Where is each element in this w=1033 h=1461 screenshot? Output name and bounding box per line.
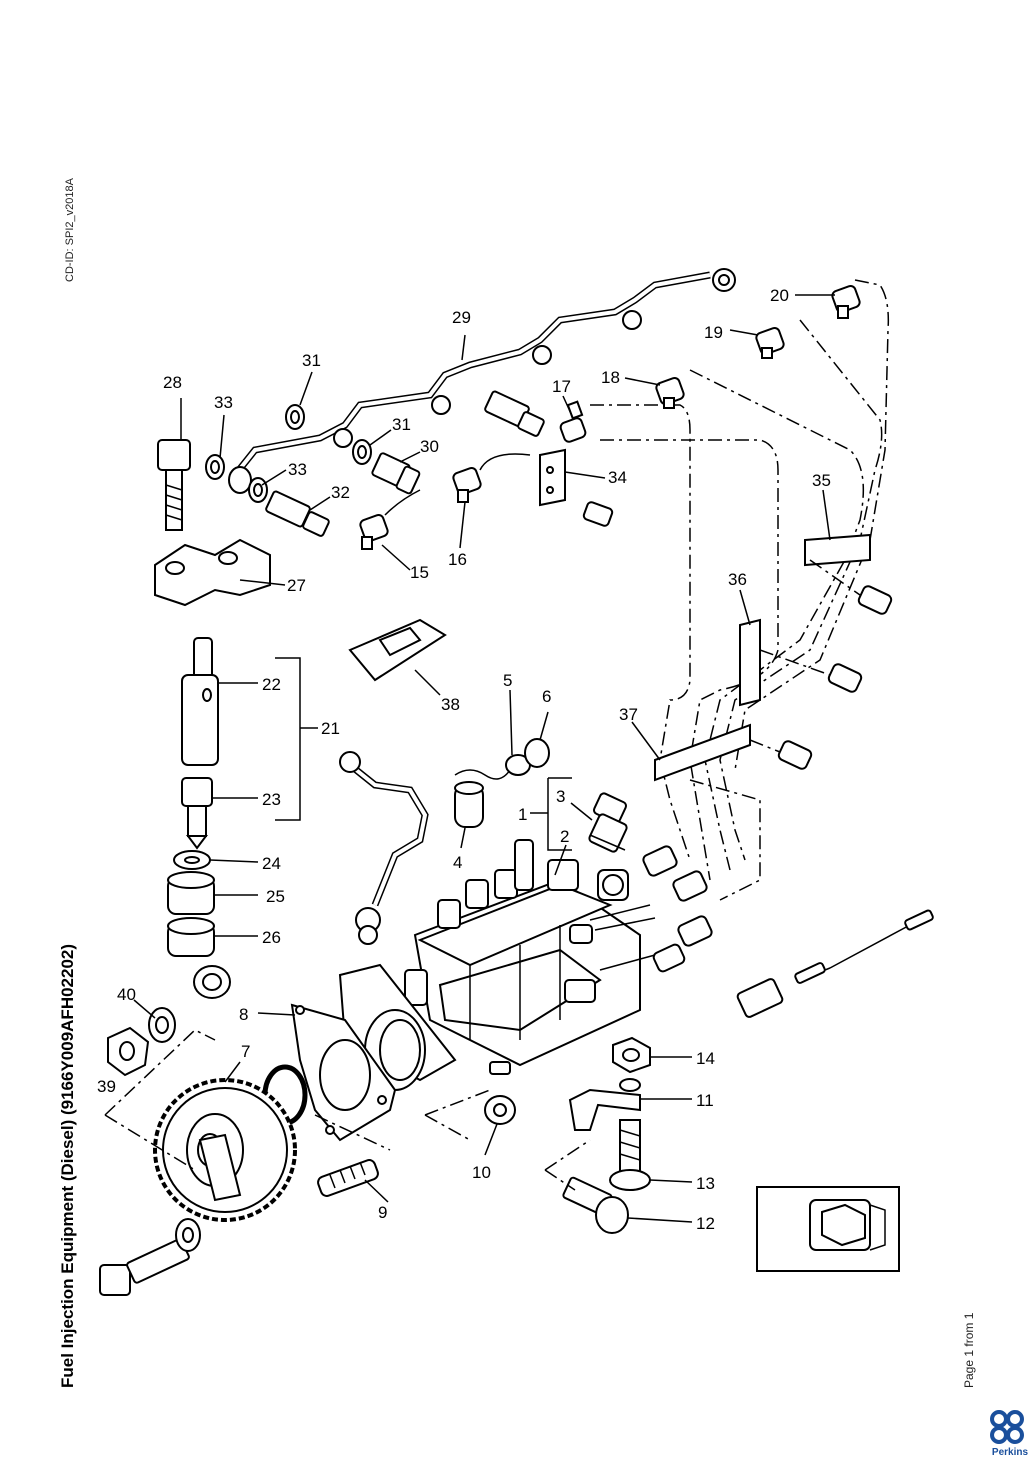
callout-10: 10 (472, 1163, 491, 1182)
callout-30: 30 (420, 437, 439, 456)
callout-28: 28 (163, 373, 182, 392)
callout-38: 38 (441, 695, 460, 714)
callout-1: 1 (518, 805, 527, 824)
plate-38 (348, 618, 447, 682)
callout-12: 12 (696, 1214, 715, 1233)
callout-24: 24 (262, 854, 281, 873)
nut-14 (612, 1036, 651, 1074)
callout-26: 26 (262, 928, 281, 947)
callout-14: 14 (696, 1049, 715, 1068)
brand-name: Perkins (991, 1447, 1029, 1458)
leak-off-pipe (339, 751, 429, 945)
washer-31-lower (352, 439, 372, 465)
callout-34: 34 (608, 468, 627, 487)
gasket-8 (290, 1003, 397, 1142)
clamp-27 (154, 538, 271, 607)
washer-33-left (205, 454, 225, 480)
bracket-34 (539, 448, 614, 527)
callout-21: 21 (321, 719, 340, 738)
callout-19: 19 (704, 323, 723, 342)
leader-lines (133, 294, 835, 1223)
banjo-union-15 (359, 489, 421, 550)
banjo-union-19 (755, 326, 785, 359)
bracket-11 (568, 1078, 641, 1131)
callout-9: 9 (378, 1203, 387, 1222)
callout-33-top: 33 (214, 393, 233, 412)
callout-22: 22 (262, 675, 281, 694)
banjo-union-17 (559, 400, 587, 443)
callout-6: 6 (542, 687, 551, 706)
callout-16: 16 (448, 550, 467, 569)
nozzle-23 (181, 777, 213, 850)
detail-inset (756, 1186, 900, 1272)
stud-9 (317, 1159, 379, 1197)
drive-gear-7 (153, 1078, 297, 1222)
bolt-28 (157, 439, 191, 531)
callout-20: 20 (770, 286, 789, 305)
clip-36 (739, 618, 863, 707)
callout-36: 36 (728, 570, 747, 589)
callout-8: 8 (239, 1005, 248, 1024)
nut-39 (107, 1026, 150, 1077)
perkins-logo-icon (990, 1410, 1024, 1444)
fuel-pipe-29 (232, 268, 736, 478)
banjo-union-20 (831, 284, 861, 319)
callout-23: 23 (262, 790, 281, 809)
clip-37 (654, 723, 813, 782)
callout-31-top: 31 (302, 351, 321, 370)
connector-32 (265, 490, 330, 537)
assembly-lines (104, 1029, 591, 1191)
callout-39: 39 (97, 1077, 116, 1096)
sleeve-25 (167, 871, 215, 915)
callout-25: 25 (266, 887, 285, 906)
callout-4: 4 (453, 853, 462, 872)
cap-4 (454, 781, 484, 828)
callout-7: 7 (241, 1042, 250, 1061)
callout-35: 35 (812, 471, 831, 490)
sleeve-26 (167, 917, 215, 957)
group-bracket-21 (275, 657, 318, 821)
washer-31-upper (285, 404, 305, 430)
seal-6 (524, 738, 550, 768)
fuel-injection-pump (338, 839, 641, 1091)
bolt-13 (609, 1119, 651, 1191)
bush-10 (484, 1095, 516, 1125)
callout-15: 15 (410, 563, 429, 582)
callout-11: 11 (696, 1091, 714, 1110)
banjo-union-16 (452, 453, 531, 503)
sensor-probe (736, 909, 934, 1018)
connector-30 (371, 452, 421, 495)
connector-top (484, 390, 545, 437)
nozzle-holder-22 (181, 637, 219, 766)
pump-unions-right (589, 845, 713, 973)
stop-solenoid-3 (588, 792, 628, 853)
bolt-12 (562, 1176, 629, 1234)
gear-bolt (99, 1218, 201, 1296)
callout-31-mid: 31 (392, 415, 411, 434)
seal-ring (193, 965, 231, 999)
callout-17: 17 (552, 377, 571, 396)
clip-35 (804, 533, 893, 615)
callout-5: 5 (503, 671, 512, 690)
seal-wire-5 (454, 754, 531, 780)
washer-24 (173, 850, 211, 870)
washer-40 (148, 1007, 176, 1043)
banjo-union-18 (655, 376, 685, 409)
callout-3: 3 (556, 787, 565, 806)
callout-32: 32 (331, 483, 350, 502)
callout-33-mid: 33 (288, 460, 307, 479)
callout-27: 27 (287, 576, 306, 595)
callout-18: 18 (601, 368, 620, 387)
callout-2: 2 (560, 827, 569, 846)
callout-labels: 1 2 3 4 5 6 7 8 9 10 11 12 13 14 15 16 1… (97, 286, 831, 1233)
callout-13: 13 (696, 1174, 715, 1193)
washer-33-right (228, 466, 268, 503)
fuel-pipe-bundle (590, 279, 890, 901)
callout-40: 40 (117, 985, 136, 1004)
callout-37: 37 (619, 705, 638, 724)
callout-29: 29 (452, 308, 471, 327)
